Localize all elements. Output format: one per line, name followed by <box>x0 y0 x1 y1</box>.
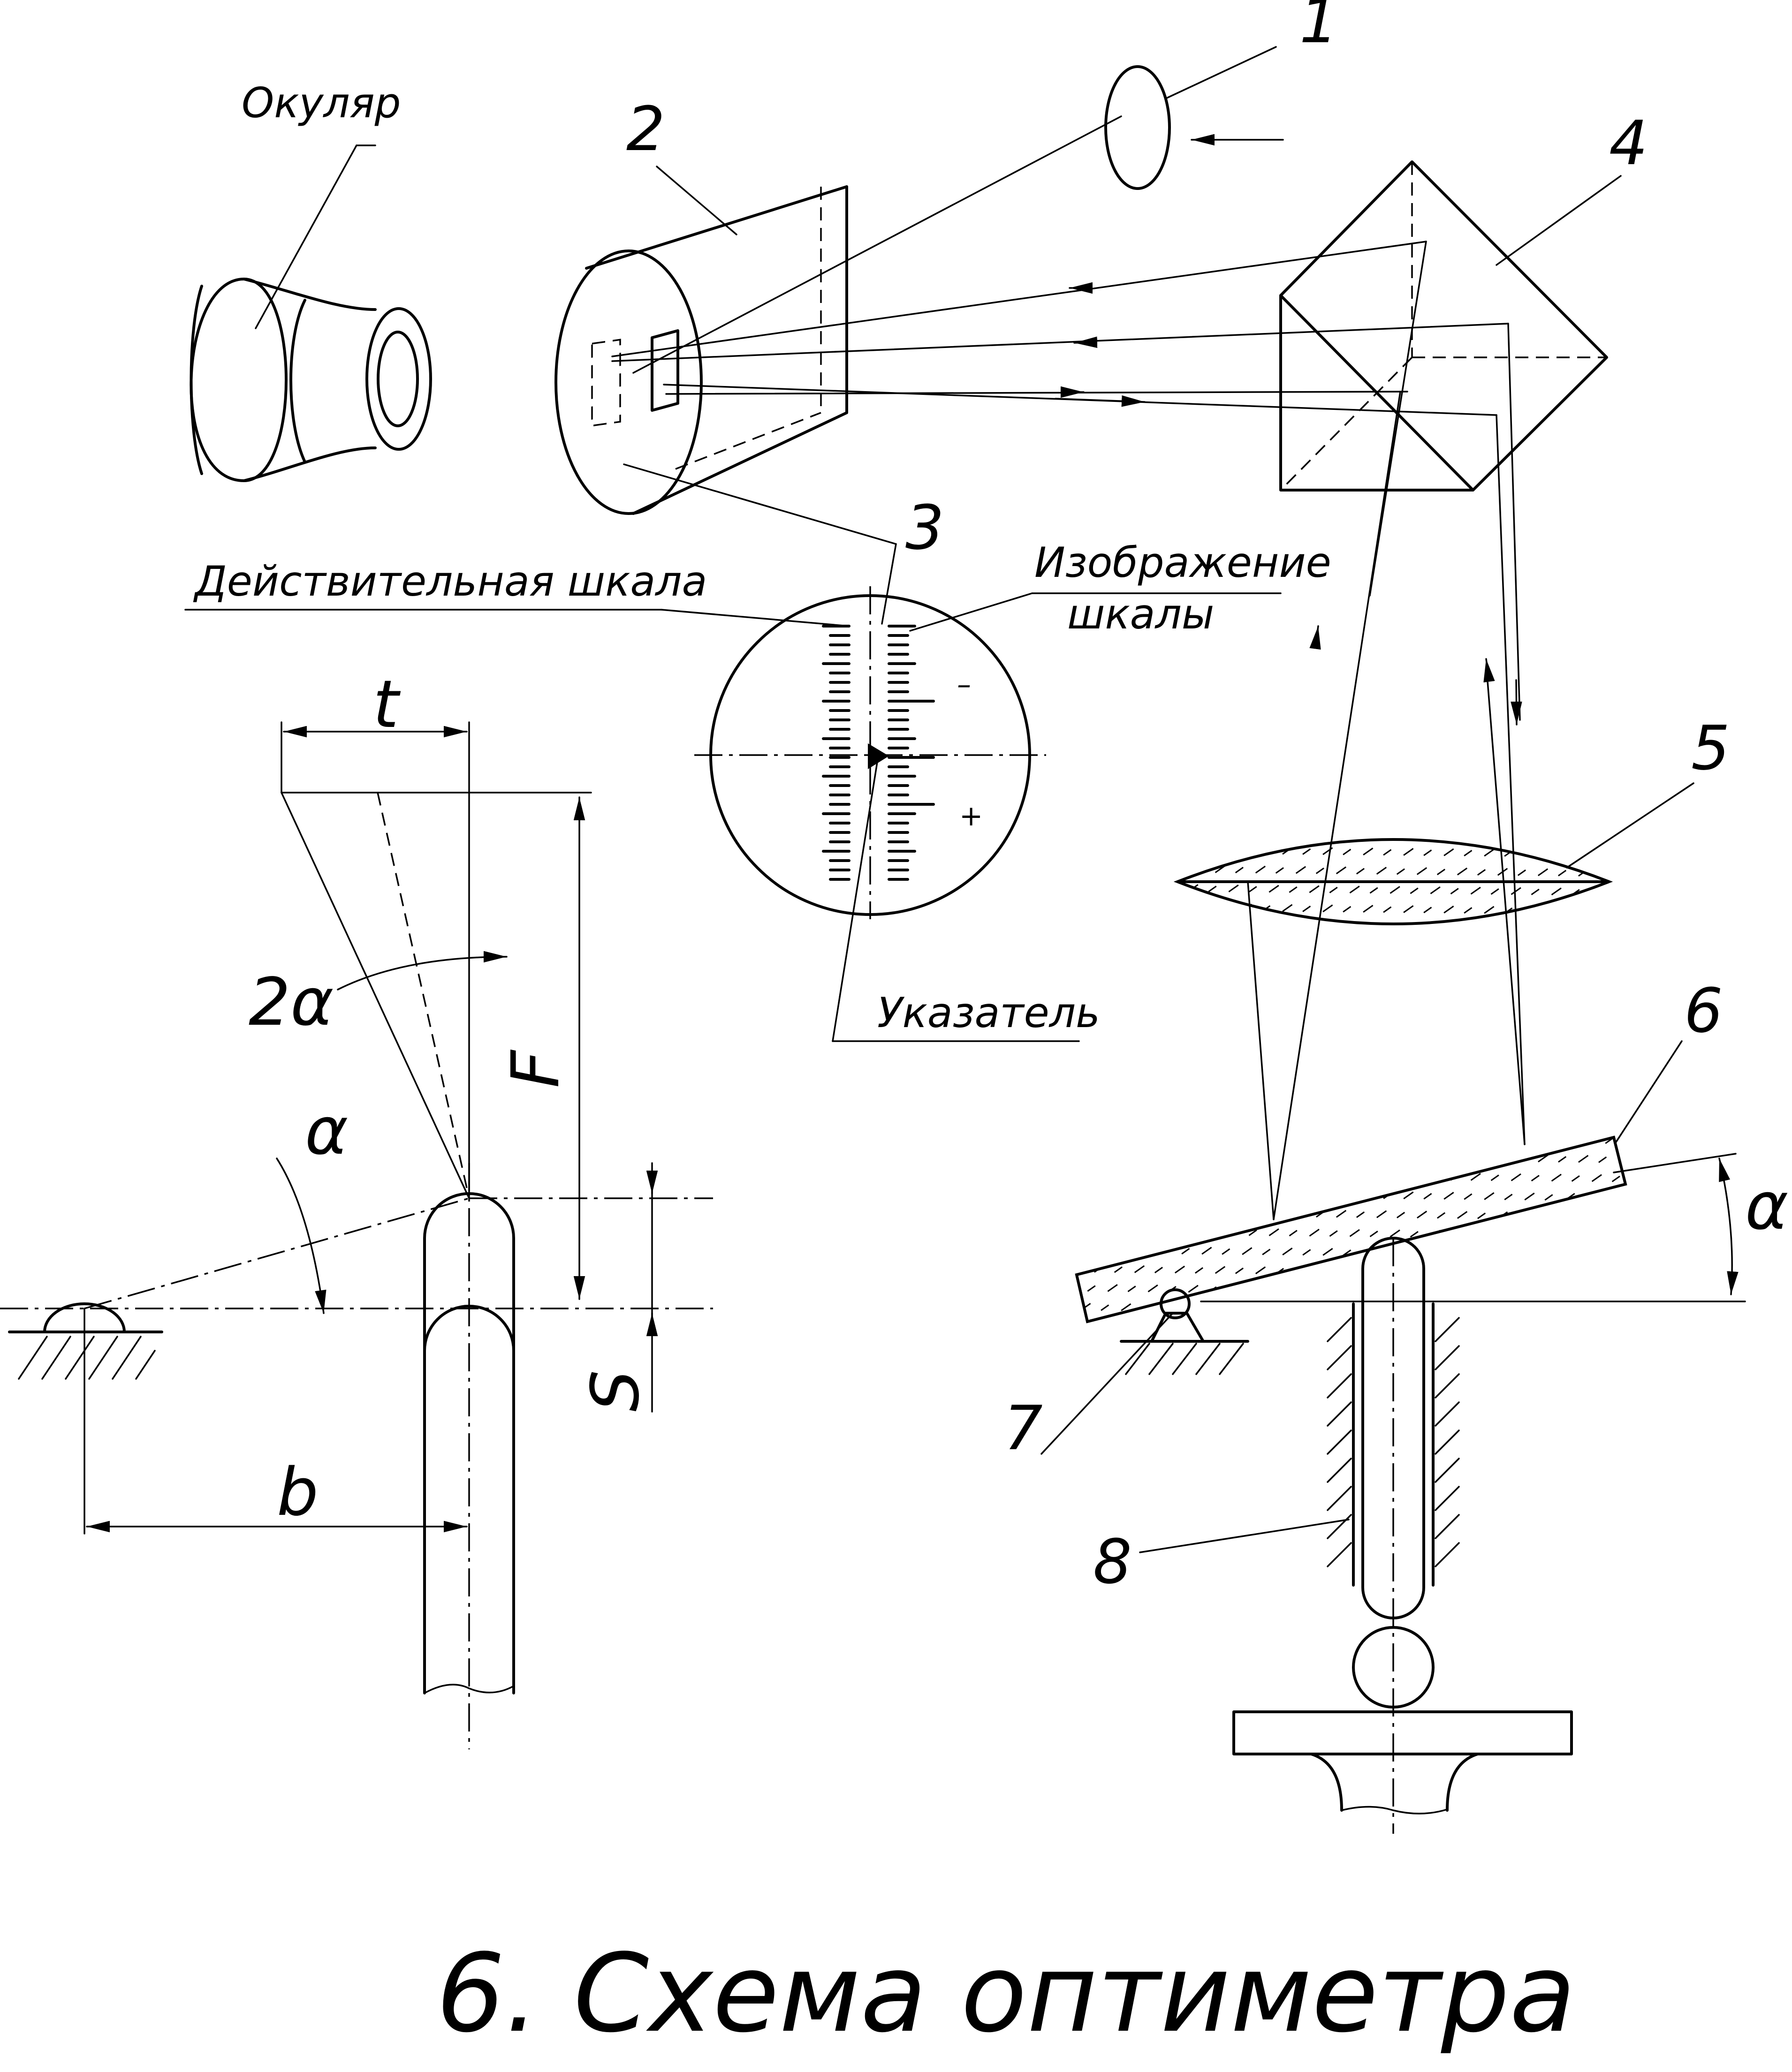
actual-scale-label: Действительная шкала <box>193 557 707 605</box>
prism-4 <box>1279 160 1622 492</box>
label-F: F <box>498 1049 574 1088</box>
label-2alpha: 2α <box>249 964 334 1041</box>
pointer-label: Указатель <box>877 989 1100 1037</box>
measuring-rod-8 <box>1139 1237 1573 1834</box>
label-2: 2 <box>626 93 665 165</box>
scale-image-ticks <box>888 625 935 881</box>
pointer-mark <box>868 743 889 769</box>
left-ground-hatch <box>18 1336 156 1380</box>
label-alpha-right: α <box>1745 1168 1788 1245</box>
figure-caption: 6. Схема оптиметра <box>436 1931 1576 2057</box>
label-5: 5 <box>1691 712 1730 784</box>
lens-1 <box>632 46 1284 374</box>
label-6: 6 <box>1684 975 1723 1046</box>
actual-scale-ticks <box>822 625 850 881</box>
light-rays <box>611 241 1526 1220</box>
label-t: t <box>373 666 401 743</box>
mirror-6 <box>1075 1040 1746 1323</box>
pivot-7 <box>1040 1288 1249 1455</box>
guide-right-hatch <box>1435 1317 1460 1567</box>
label-S: S <box>577 1370 654 1412</box>
scale-image-label-2: шкалы <box>1067 590 1214 638</box>
guide-left-hatch <box>1327 1317 1352 1567</box>
lever-geometry <box>0 721 713 1749</box>
label-8: 8 <box>1093 1526 1132 1597</box>
minus-sign: – <box>957 668 971 701</box>
plus-sign: + <box>959 800 983 832</box>
objective-lens-5 <box>1173 782 1694 925</box>
label-b: b <box>277 1454 319 1531</box>
label-4: 4 <box>1609 107 1648 179</box>
label-alpha-left: α <box>305 1093 348 1170</box>
eyepiece <box>190 144 432 482</box>
label-1: 1 <box>1299 0 1338 57</box>
eyepiece-label: Окуляр <box>242 79 401 127</box>
scale-field-3 <box>184 463 1282 1042</box>
scale-plate-2 <box>554 166 848 515</box>
scale-image-label-1: Изображение <box>1034 538 1331 587</box>
label-3: 3 <box>905 492 944 563</box>
label-7: 7 <box>1004 1392 1043 1464</box>
